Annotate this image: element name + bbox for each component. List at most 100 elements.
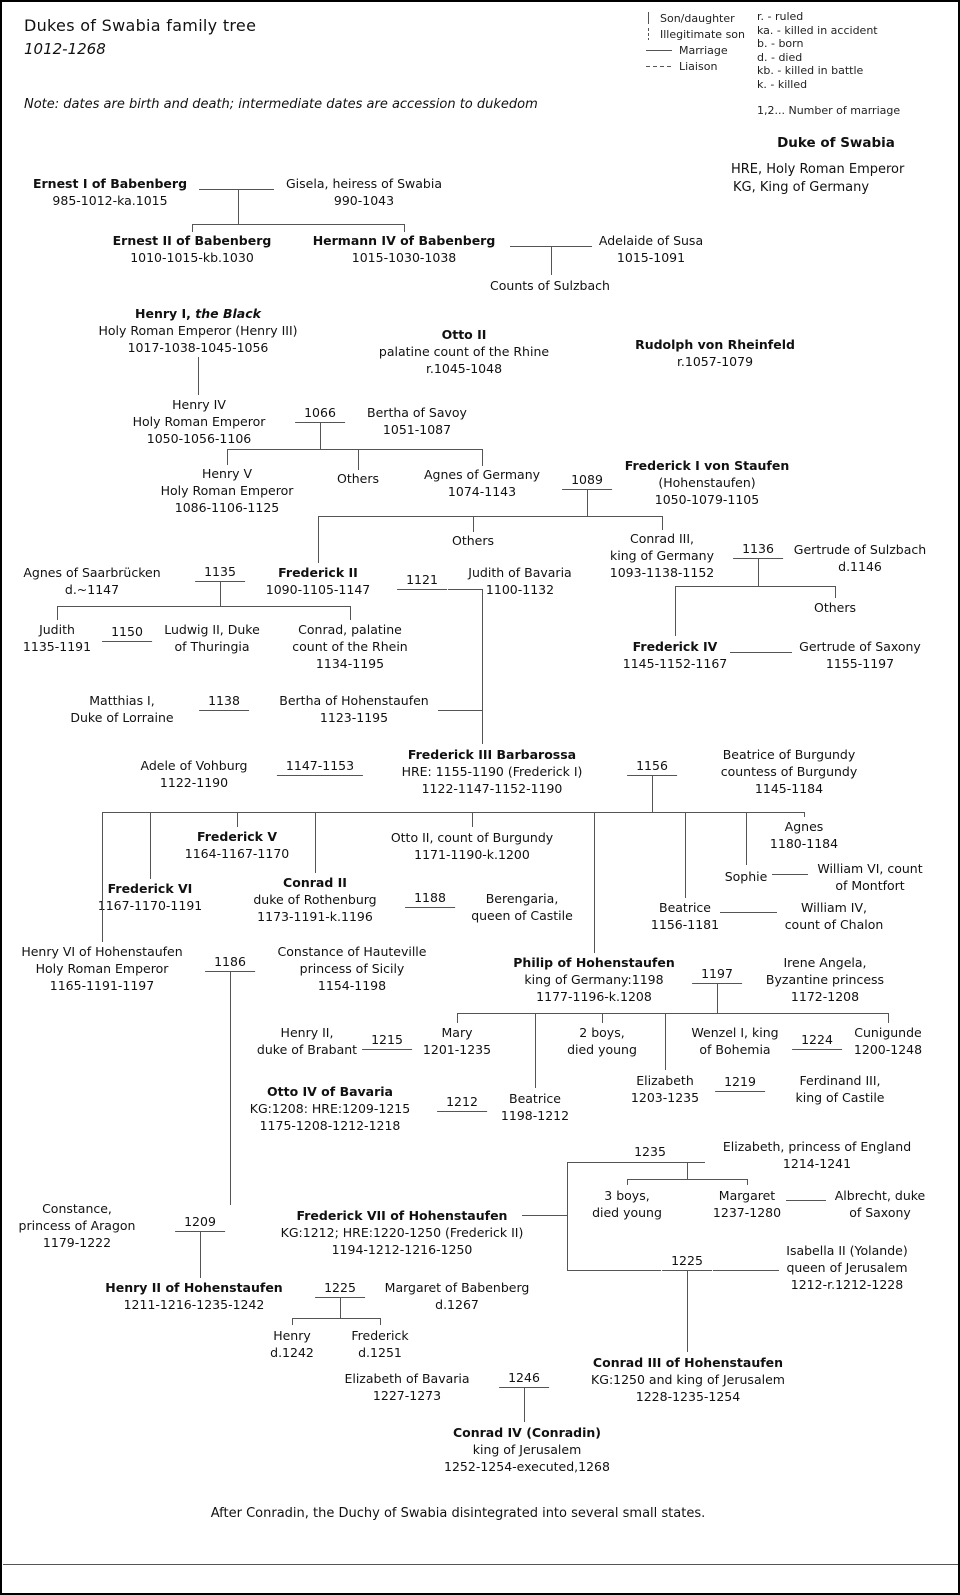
connector-line (237, 812, 238, 827)
marriage-1246-label: 1246 (499, 1370, 549, 1388)
counts-of-sulzbach: Counts of Sulzbach (490, 278, 610, 293)
connector-line (746, 812, 747, 865)
marriage-1212-label: 1212 (437, 1094, 487, 1112)
connector-line (198, 357, 199, 395)
marriage-line-icon (646, 49, 672, 51)
marriage-1135-label: 1135 (195, 564, 245, 582)
william-iv: William IV,count of Chalon (784, 900, 884, 932)
connector-line (57, 606, 350, 607)
legend-label: Son/daughter (660, 11, 735, 25)
henry-ii-brabant: Henry II,duke of Brabant (256, 1025, 358, 1057)
connector-line (602, 1013, 603, 1023)
connector-line (102, 812, 804, 813)
connector-line (318, 516, 319, 563)
connector-line (358, 449, 359, 470)
connector-line (200, 1231, 201, 1278)
others-3: Others (813, 600, 857, 615)
connector-line (627, 1179, 628, 1185)
connector-line (3, 1564, 958, 1565)
connector-line (473, 516, 474, 532)
connector-line (685, 812, 686, 898)
connector-line (318, 516, 662, 517)
son-daughter-line-icon (648, 12, 649, 24)
connector-line (457, 1013, 458, 1023)
connector-line (199, 189, 274, 190)
marriage-number-note: 1,2... Number of marriage (757, 104, 901, 117)
connector-line (320, 422, 321, 449)
illegitimate-son-line-icon (648, 28, 649, 40)
connector-line (717, 983, 718, 1013)
connector-line (482, 449, 483, 466)
marriage-1186-label: 1186 (205, 954, 255, 972)
connector-line (675, 586, 835, 587)
abbreviation-item: kb. - killed in battle (757, 64, 864, 77)
connector-line (404, 224, 405, 232)
marriage-1150-label: 1150 (102, 624, 152, 642)
connector-line (227, 449, 228, 465)
legend-item: Son/daughter (646, 10, 745, 26)
connector-line (522, 1215, 567, 1216)
legend-label: Illegitimate son (660, 27, 745, 41)
liaison-line-icon (646, 65, 672, 67)
connector-line (102, 812, 103, 942)
page-title: Dukes of Swabia family tree (24, 16, 257, 35)
marriage-1136-label: 1136 (733, 541, 783, 559)
connector-line (535, 1013, 536, 1088)
sophie: Sophie (724, 869, 768, 884)
dates-note: Note: dates are birth and death; interme… (24, 97, 538, 112)
connector-line (482, 589, 483, 744)
connector-line (567, 1162, 568, 1270)
connector-line (292, 1318, 293, 1325)
connector-line (472, 812, 473, 827)
marriage-1147-1153-label: 1147-1153 (276, 758, 364, 776)
marriage-1066-label: 1066 (295, 405, 345, 423)
legend-item: Illegitimate son (646, 26, 745, 42)
marriage-1089-label: 1089 (562, 472, 612, 490)
connector-line (57, 606, 58, 620)
connector-line (292, 1318, 380, 1319)
abbreviation-item: ka. - killed in accident (757, 23, 878, 37)
connector-line (665, 1013, 666, 1070)
frederick-i: Frederick I von Staufen(Hohenstaufen)105… (624, 458, 790, 507)
connector-line (687, 1162, 688, 1179)
connector-line (786, 1200, 826, 1201)
abbreviation-item: r. - ruled (757, 10, 804, 23)
connector-line (315, 812, 316, 873)
marriage-1225-isabella-label: 1225 (662, 1253, 712, 1271)
footer-note: After Conradin, the Duchy of Swabia disi… (210, 1506, 706, 1521)
connector-line (652, 775, 653, 812)
connector-line (350, 606, 351, 620)
marriage-1235-label: 1235 (634, 1144, 666, 1159)
connector-line (713, 1270, 779, 1271)
connector-line (804, 812, 805, 817)
